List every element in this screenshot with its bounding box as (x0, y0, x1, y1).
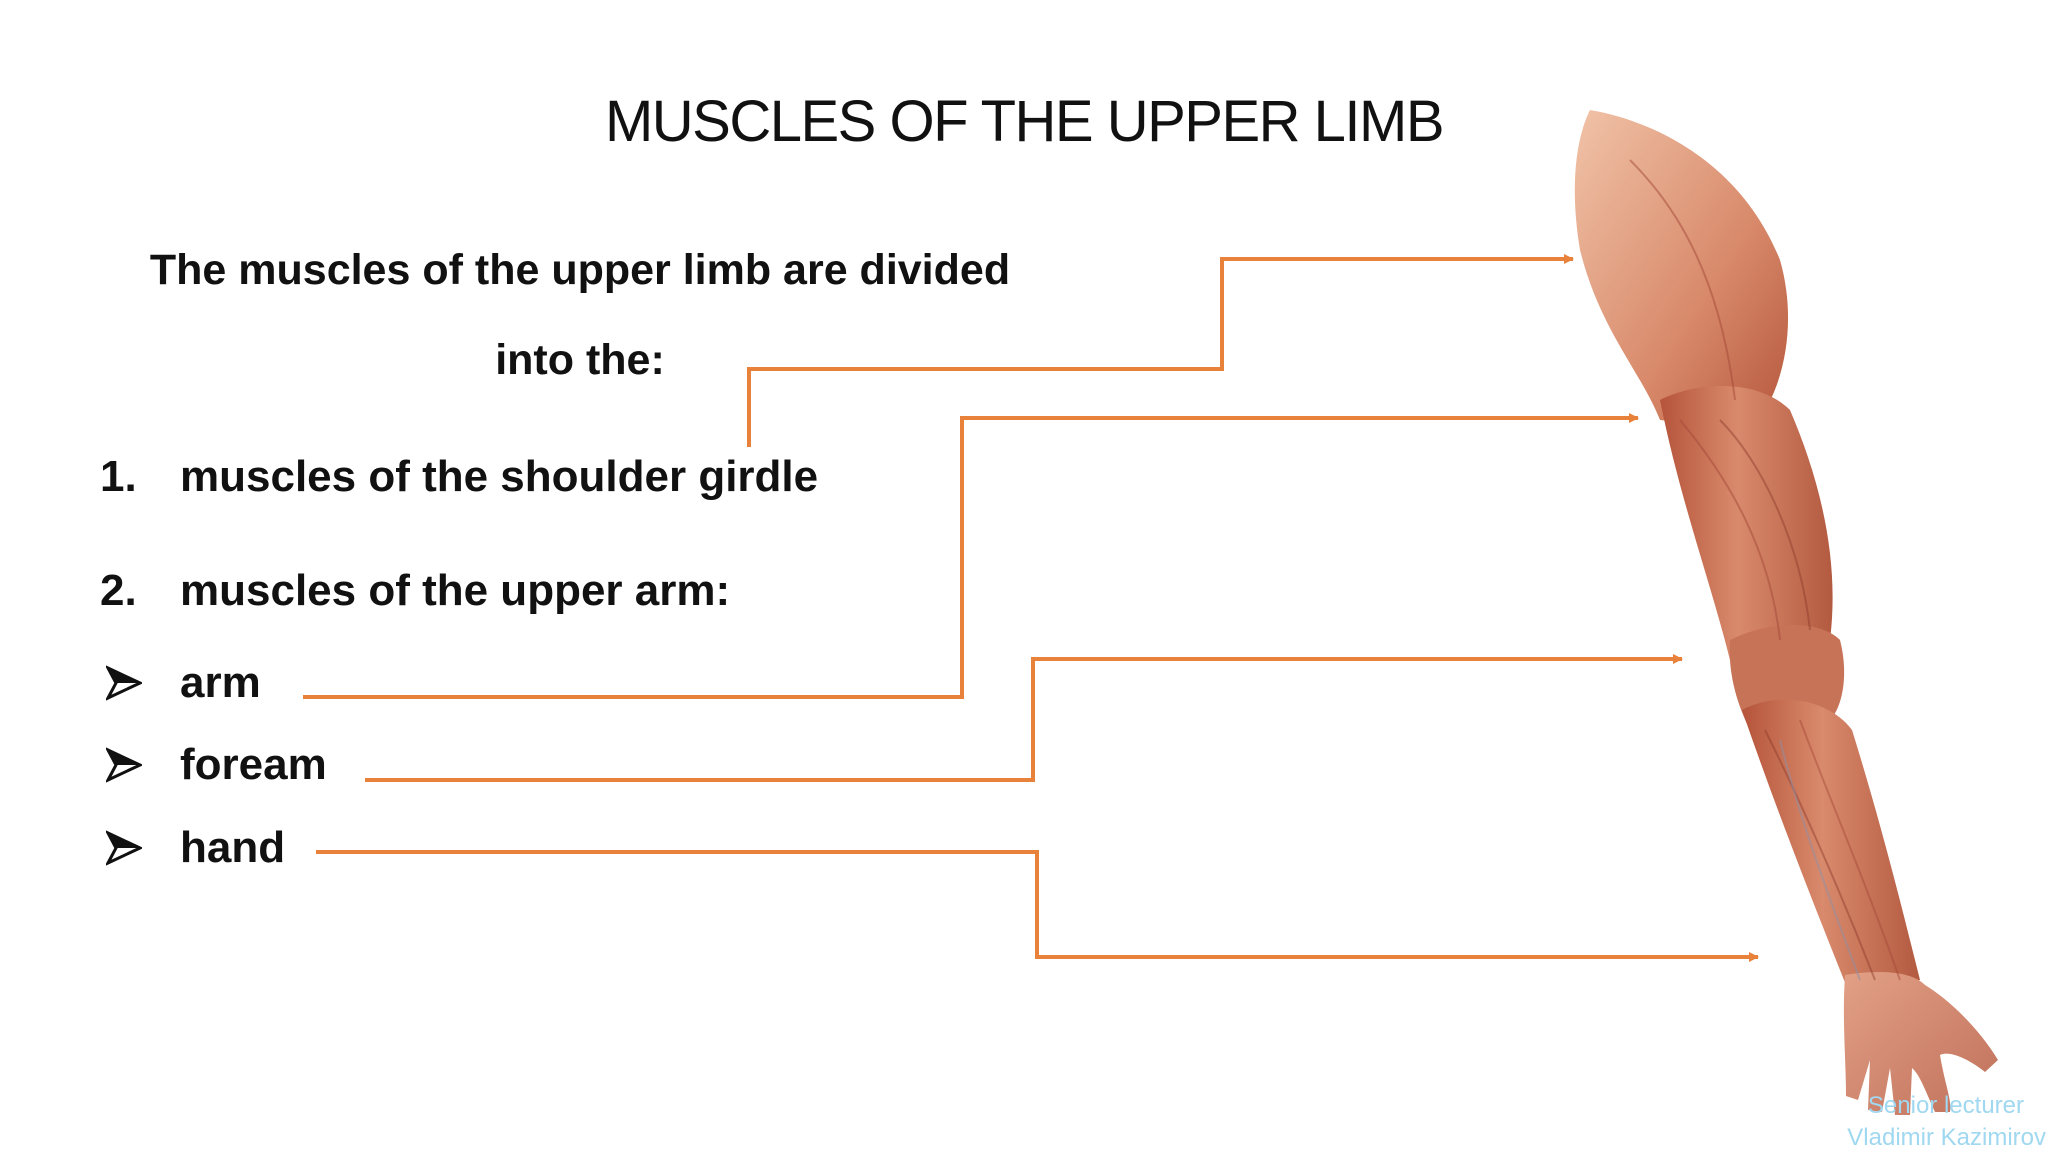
numbered-item-shoulder-girdle: 1. muscles of the shoulder girdle (100, 452, 818, 502)
numbered-item-upper-arm: 2. muscles of the upper arm: (100, 566, 730, 616)
arrowhead-bullet-icon (100, 823, 180, 873)
watermark-author: Vladimir Kazimirov (1847, 1124, 2046, 1151)
list-item-text: muscles of the upper arm: (180, 566, 731, 615)
watermark-title: Senior lecturer (1867, 1092, 2024, 1119)
connector-arm (303, 413, 1639, 699)
intro-text-line-2: into the: (495, 336, 665, 384)
bullet-item-forearm: foream (100, 740, 327, 790)
upper-limb-muscle-illustration (1574, 110, 1998, 1115)
bullet-item-hand: hand (100, 823, 285, 873)
list-item-text: arm (180, 658, 261, 707)
list-item-text: muscles of the shoulder girdle (180, 452, 819, 501)
intro-text-line-1: The muscles of the upper limb are divide… (149, 246, 1011, 294)
arrowhead-bullet-icon (100, 658, 180, 708)
bullet-item-arm: arm (100, 658, 261, 708)
list-number: 1. (100, 452, 137, 501)
list-number: 2. (100, 566, 137, 615)
list-item-text: foream (180, 740, 327, 789)
slide-title: MUSCLES OF THE UPPER LIMB (604, 89, 1445, 154)
list-item-text: hand (180, 823, 286, 872)
connector-hand (316, 850, 1759, 962)
arrowhead-bullet-icon (100, 740, 180, 790)
connector-forearm (365, 654, 1683, 782)
connector-shoulder-girdle (747, 254, 1574, 447)
